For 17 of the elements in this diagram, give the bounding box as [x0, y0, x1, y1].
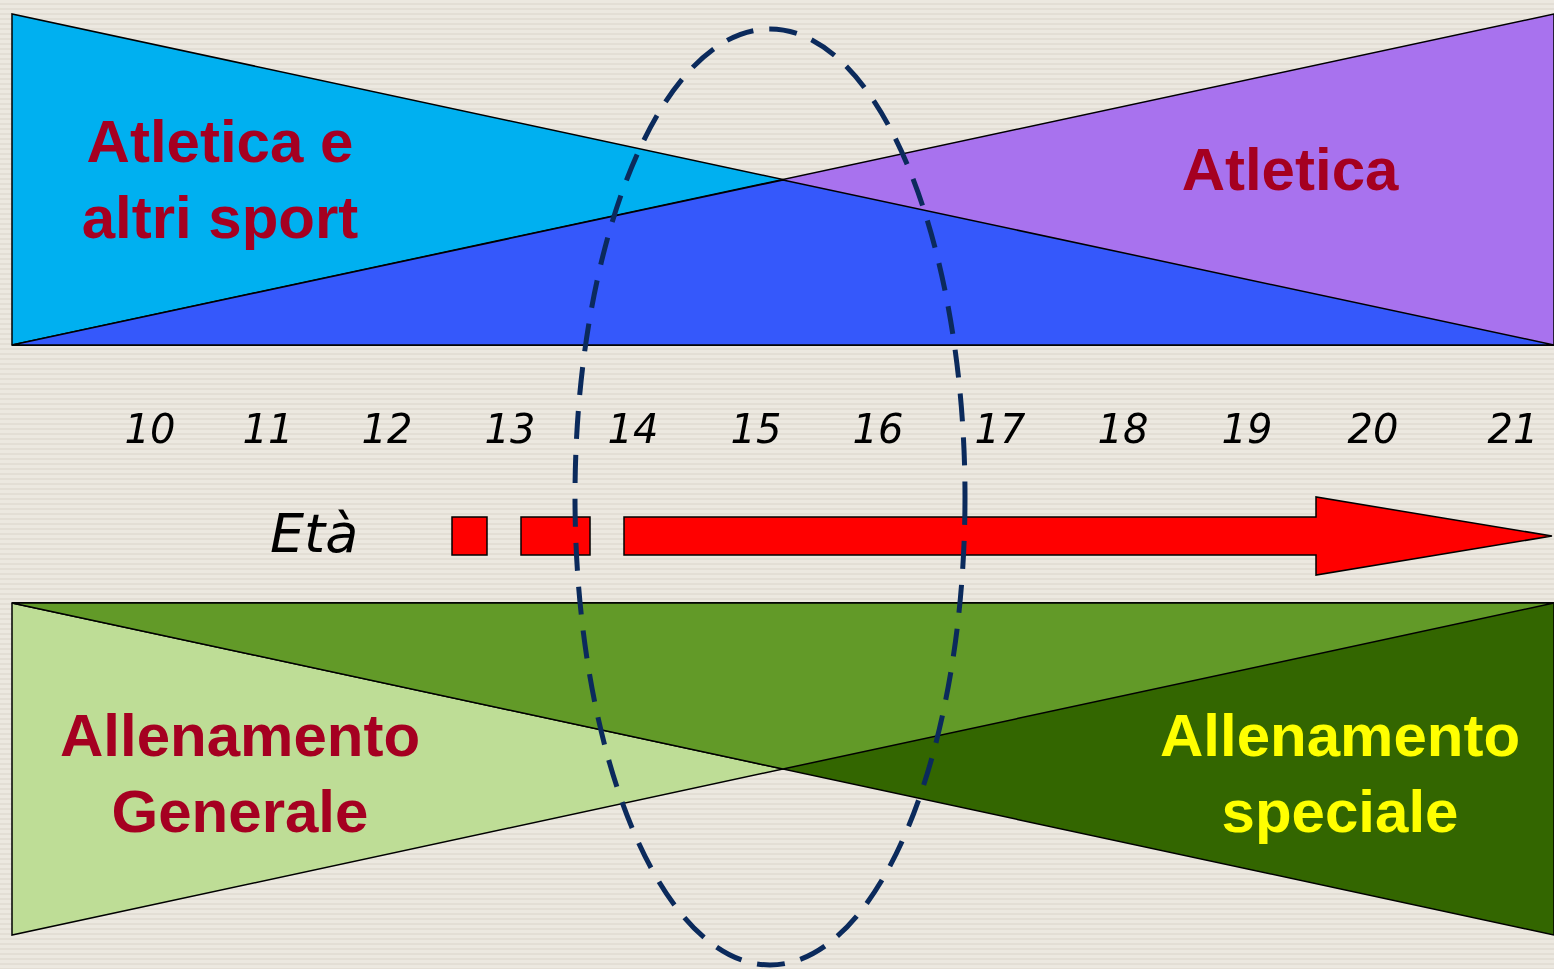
region-label: Atletica	[1180, 135, 1400, 205]
age-tick-label: 18	[1096, 405, 1150, 454]
age-tick-label: 13	[483, 405, 537, 454]
age-tick-label: 19	[1220, 405, 1274, 454]
region-label: Atletica e altri sport	[80, 107, 360, 253]
age-tick-label: 21	[1486, 405, 1540, 454]
region-label: Allenamento speciale	[1158, 701, 1522, 847]
age-tick-label: 16	[851, 405, 905, 454]
age-tick-label: 14	[606, 405, 660, 454]
age-tick-label: 15	[729, 405, 783, 454]
age-tick-label: 11	[241, 405, 295, 454]
age-tick-label: 17	[973, 405, 1027, 454]
age-tick-label: 10	[123, 405, 177, 454]
region-label: Allenamento Generale	[58, 701, 422, 847]
axis-label: Età	[270, 502, 359, 566]
age-tick-label: 20	[1346, 405, 1400, 454]
age-tick-label: 12	[360, 405, 414, 454]
